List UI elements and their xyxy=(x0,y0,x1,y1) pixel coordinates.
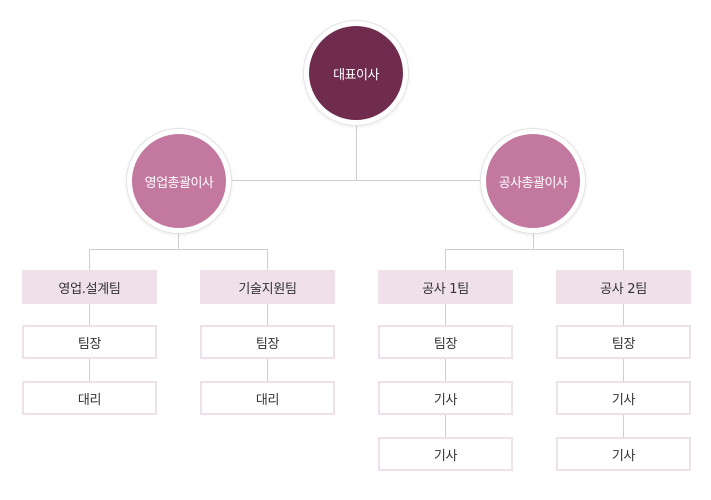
member-box: 팀장 xyxy=(22,325,157,359)
member-box: 팀장 xyxy=(556,325,691,359)
member-box: 기사 xyxy=(378,381,513,415)
team-box: 기술지원팀 xyxy=(200,270,335,304)
director-label: 영업총괄이사 xyxy=(144,175,214,191)
team-box: 영업.설계팀 xyxy=(22,270,157,304)
connector-left-teams-horizontal xyxy=(89,249,268,250)
team-label: 기술지원팀 xyxy=(238,281,297,297)
member-box: 팀장 xyxy=(200,325,335,359)
connector-right-teams-horizontal xyxy=(445,249,624,250)
connector-right-director-down xyxy=(533,232,534,250)
member-box: 기사 xyxy=(556,381,691,415)
connector-member xyxy=(623,414,624,438)
member-label: 기사 xyxy=(433,448,458,464)
team-label: 영업.설계팀 xyxy=(58,281,121,297)
connector-team4-drop xyxy=(623,249,624,270)
member-box: 기사 xyxy=(556,437,691,471)
connector-team1-drop xyxy=(89,249,90,270)
member-box: 팀장 xyxy=(378,325,513,359)
ceo-label: 대표이사 xyxy=(333,67,379,83)
member-label: 팀장 xyxy=(255,336,280,352)
member-label: 팀장 xyxy=(433,336,458,352)
ceo-node: 대표이사 xyxy=(304,21,408,125)
connector-member xyxy=(623,358,624,382)
team-box: 공사 1팀 xyxy=(378,270,513,304)
connector-member xyxy=(89,303,90,326)
connector-member xyxy=(89,358,90,382)
connector-directors-horizontal xyxy=(230,180,482,181)
connector-ceo-vertical xyxy=(356,124,357,181)
member-label: 대리 xyxy=(255,392,280,408)
member-label: 기사 xyxy=(611,392,636,408)
member-label: 대리 xyxy=(77,392,102,408)
member-label: 기사 xyxy=(433,392,458,408)
connector-member xyxy=(445,358,446,382)
member-box: 대리 xyxy=(22,381,157,415)
connector-member xyxy=(267,303,268,326)
connector-team2-drop xyxy=(267,249,268,270)
member-label: 기사 xyxy=(611,448,636,464)
connector-member xyxy=(267,358,268,382)
connector-left-director-down xyxy=(178,232,179,250)
member-box: 대리 xyxy=(200,381,335,415)
connector-member xyxy=(445,303,446,326)
director-node-construction: 공사총괄이사 xyxy=(481,129,585,233)
member-box: 기사 xyxy=(378,437,513,471)
team-label: 공사 1팀 xyxy=(422,281,469,297)
member-label: 팀장 xyxy=(77,336,102,352)
member-label: 팀장 xyxy=(611,336,636,352)
connector-member xyxy=(445,414,446,438)
team-box: 공사 2팀 xyxy=(556,270,691,304)
connector-member xyxy=(623,303,624,326)
connector-team3-drop xyxy=(445,249,446,270)
team-label: 공사 2팀 xyxy=(600,281,647,297)
director-node-sales: 영업총괄이사 xyxy=(127,129,231,233)
director-label: 공사총괄이사 xyxy=(498,175,568,191)
